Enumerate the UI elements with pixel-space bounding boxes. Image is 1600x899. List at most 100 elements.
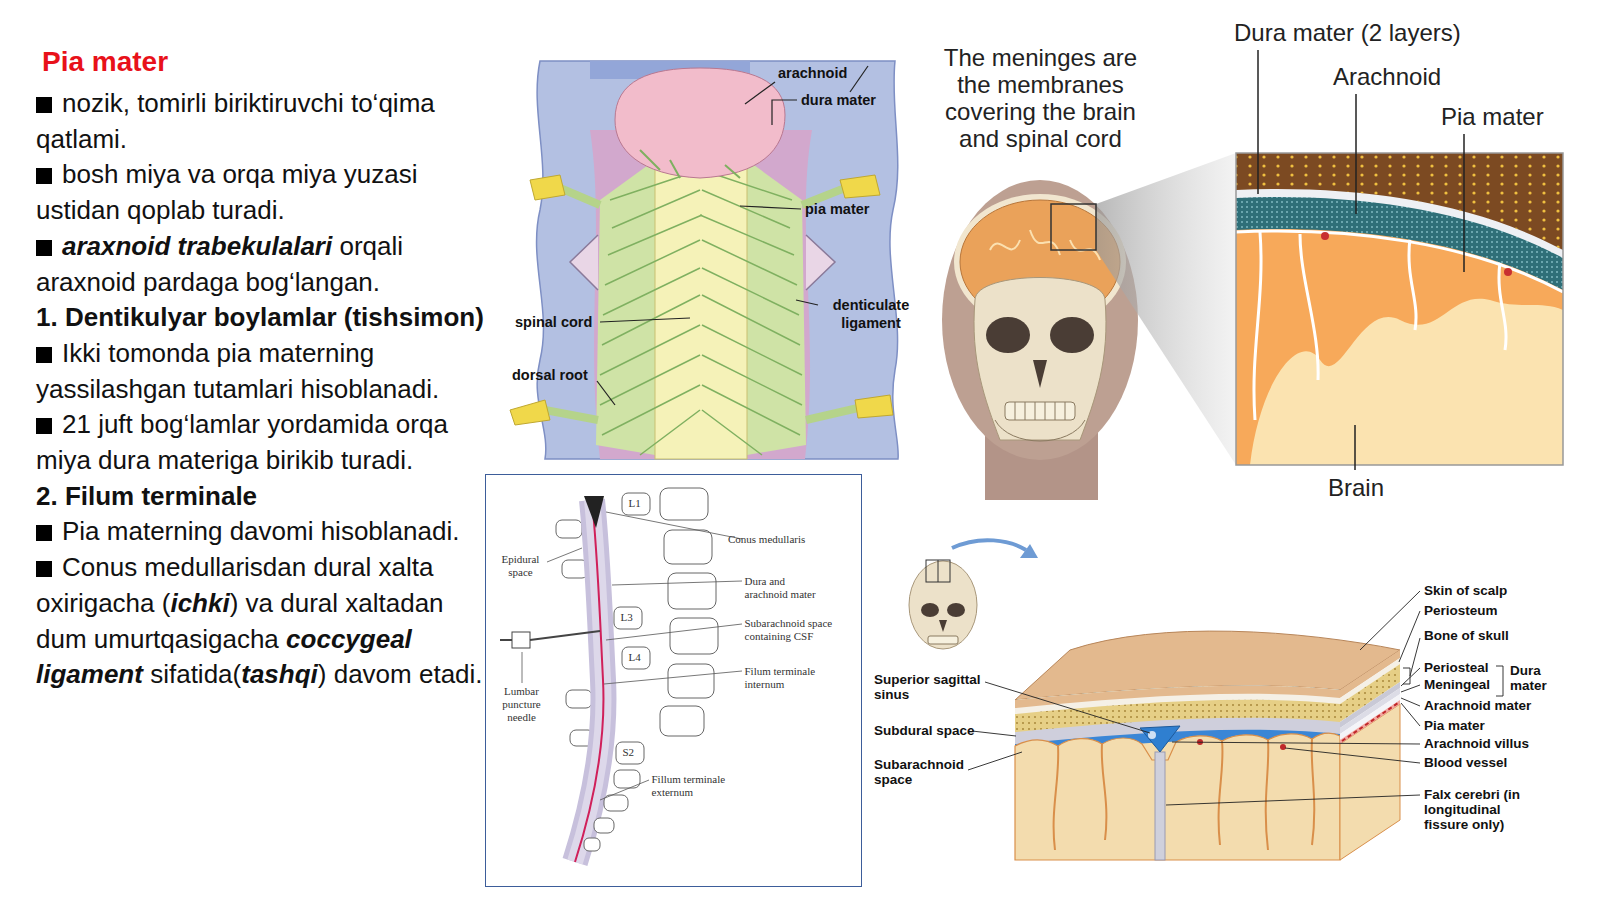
lumbar-spine-illustration-part xyxy=(660,488,708,520)
anatomy-label: pia mater xyxy=(805,200,869,218)
meninges-inset-part xyxy=(1250,299,1563,465)
meninges-inset-part xyxy=(1254,232,1506,420)
leader-line-part xyxy=(1401,703,1420,726)
meninges-inset-part xyxy=(1236,231,1563,292)
skull-section-illustration-part xyxy=(1015,733,1340,860)
lumbar-spine-illustration-part xyxy=(584,838,600,851)
skull-illustration-part xyxy=(1051,204,1096,250)
anatomy-label: Dura mater xyxy=(1510,663,1560,693)
body-text: sifatida( xyxy=(150,659,241,689)
bullet-square xyxy=(36,525,52,541)
lumbar-spine-illustration-part xyxy=(616,742,644,764)
spinal-cord-illustration-part xyxy=(590,130,812,459)
lumbar-spine-illustration-part xyxy=(604,795,628,811)
leader-line-part xyxy=(612,581,742,585)
skull-section-illustration-part xyxy=(928,636,958,644)
lumbar-spine-illustration-part xyxy=(660,706,704,736)
leader-line-part xyxy=(1403,638,1420,684)
skull-section-illustration-part xyxy=(1015,686,1340,732)
slide-title: Pia mater xyxy=(42,46,168,78)
lumbar-spine-illustration-part xyxy=(530,631,600,640)
skull-illustration xyxy=(942,153,1236,500)
skull-section-illustration-part xyxy=(938,560,939,582)
skull-section-illustration-part xyxy=(1342,703,1398,741)
figure-label: Filum terminale internum xyxy=(745,665,827,691)
anatomy-label: Subarachnoid space xyxy=(874,757,974,787)
skull-section-illustration-part xyxy=(1140,726,1180,752)
anatomy-label: spinal cord xyxy=(515,313,592,331)
skull-section-illustration xyxy=(909,540,1400,860)
body-text: nozik, tomirli biriktiruvchi to‘qima qat… xyxy=(36,88,435,154)
lumbar-spine-illustration-part xyxy=(664,530,712,564)
spinal-cord-illustration xyxy=(510,61,898,459)
lumbar-spine-illustration-part xyxy=(575,500,603,862)
leader-line-part xyxy=(1360,591,1420,650)
anatomy-label: Superior sagittal sinus xyxy=(874,672,999,702)
anatomy-label: Arachnoid villus xyxy=(1424,736,1529,752)
skull-section-illustration-part xyxy=(1020,544,1038,558)
skull-section-illustration-part xyxy=(909,561,977,649)
skull-section-illustration-part xyxy=(952,540,1026,550)
bullet-square xyxy=(36,240,52,256)
bullet-square xyxy=(36,347,52,363)
text-column: nozik, tomirli biriktiruvchi to‘qima qat… xyxy=(36,86,484,693)
leader-line-part xyxy=(522,652,523,683)
body-text: ) davom etadi. xyxy=(318,659,483,689)
leader-line xyxy=(597,66,868,405)
leader-line-part xyxy=(968,752,1022,770)
skull-section-illustration-part xyxy=(1054,739,1315,850)
bullet-square xyxy=(36,418,52,434)
anatomy-label: Skin of scalp xyxy=(1424,583,1507,599)
meninges-inset-part xyxy=(1504,268,1512,276)
bullet-paragraph: Conus medullarisdan dural xalta oxirigac… xyxy=(36,550,484,693)
leader-line-part xyxy=(972,731,1016,736)
spinal-cord-illustration-part xyxy=(747,160,806,455)
leader-line-part xyxy=(606,624,742,640)
skull-section-illustration-part xyxy=(1340,700,1400,744)
section-heading: 1. Dentikulyar boylamlar (tishsimon) xyxy=(36,300,484,336)
anatomy-label: denticulate ligament xyxy=(821,296,921,332)
leader-line-part xyxy=(600,318,690,322)
skull-section-illustration-part xyxy=(1155,752,1165,860)
bullet-square xyxy=(36,561,52,577)
leader-line-part xyxy=(1355,94,1357,214)
lumbar-spine-illustration-part xyxy=(566,690,592,708)
skull-section-illustration-part xyxy=(1015,686,1340,708)
leader-line-part xyxy=(1463,134,1465,272)
lumbar-spine-illustration xyxy=(500,488,718,862)
leader-line-part xyxy=(850,66,868,92)
skull-section-illustration-part xyxy=(1148,731,1156,739)
section-heading: 2. Filum terminale xyxy=(36,479,484,515)
skull-illustration-part xyxy=(990,230,1100,260)
lumbar-spine-illustration-part xyxy=(512,632,530,648)
meninges-inset-part xyxy=(1236,153,1563,250)
lumbar-spine-illustration-part xyxy=(668,664,714,698)
leader-line-part xyxy=(740,206,801,209)
skull-section-illustration-part xyxy=(1340,688,1400,734)
emphasis-text: tashqi xyxy=(241,659,318,689)
leader-line-part xyxy=(1172,742,1420,744)
anatomy-label: arachnoid xyxy=(778,64,847,82)
body-text: Ikki tomonda pia materning yassilashgan … xyxy=(36,338,439,404)
leader-line xyxy=(1258,50,1464,470)
leader-line-part xyxy=(1257,50,1259,194)
bullet-paragraph: nozik, tomirli biriktiruvchi to‘qima qat… xyxy=(36,86,484,157)
leader-line-part xyxy=(772,100,797,125)
bullet-square xyxy=(36,168,52,184)
figure-label: Fillum terminale externum xyxy=(652,773,740,799)
lumbar-spine-illustration-part xyxy=(668,573,716,609)
lumbar-spine-illustration-part xyxy=(556,520,582,538)
leader-line-part xyxy=(606,512,742,539)
meninges-inset-part xyxy=(1236,153,1563,250)
anatomy-label: Pia mater xyxy=(1424,718,1485,734)
lumbar-spine-illustration-part xyxy=(622,647,650,669)
lumbar-spine-illustration-part xyxy=(500,639,512,641)
skull-section-illustration-part xyxy=(921,603,939,617)
spinal-cord-illustration-part xyxy=(615,68,785,178)
meninges-inset xyxy=(1236,153,1563,465)
leader-line-part xyxy=(1401,685,1420,692)
spinal-cord-illustration-part xyxy=(600,170,702,455)
leader-line-part xyxy=(1401,698,1420,706)
bullet-square xyxy=(36,97,52,113)
